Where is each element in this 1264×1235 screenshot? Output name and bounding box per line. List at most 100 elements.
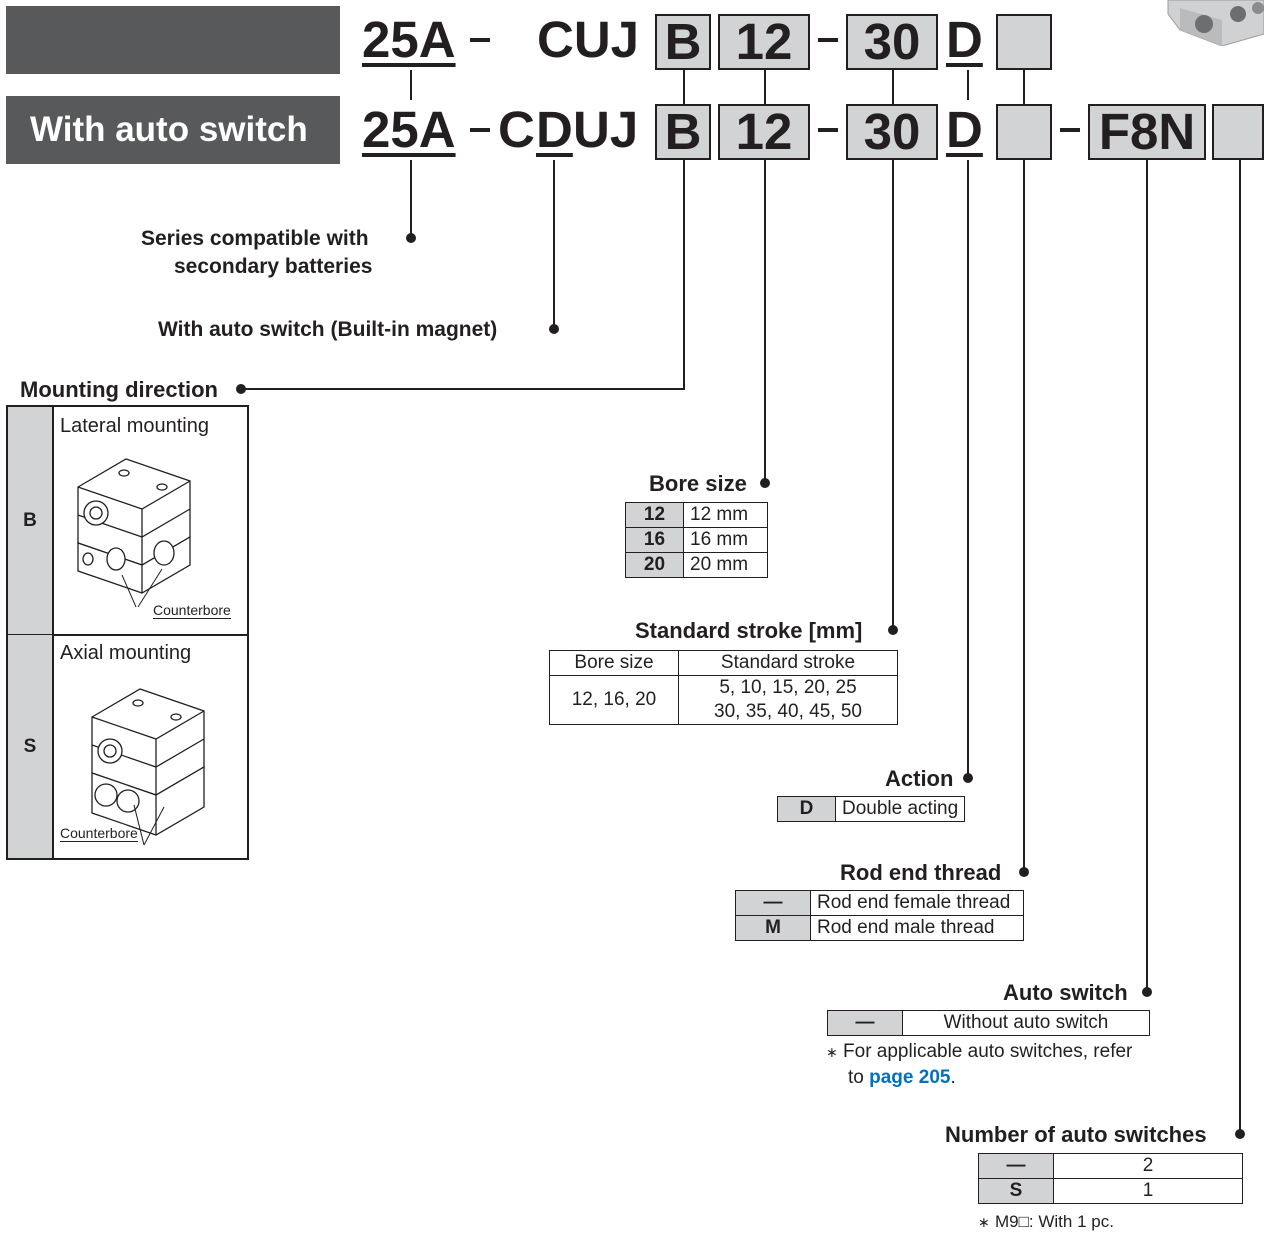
row2-mounting-box: B [655,104,711,160]
bore-key: 12 [626,503,684,528]
num-switch-value: 2 [1054,1154,1243,1179]
page-205-link[interactable]: page 205 [869,1067,950,1088]
leader-mounting-h [240,388,685,390]
stroke-bore-value: 12, 16, 20 [550,676,679,725]
leader-switch-dot [1142,987,1152,997]
auto-switch-label: Auto switch [1003,980,1128,1006]
leader-stroke [892,160,894,630]
row2-dash3 [1060,128,1080,132]
stroke-header-stroke: Standard stroke [679,651,898,676]
series-compatible-label: Series compatible with [141,227,369,251]
rod-end-thread-label: Rod end thread [840,860,1001,886]
note-asterisk: ∗ [826,1044,838,1060]
stroke-values: 5, 10, 15, 20, 25 30, 35, 40, 45, 50 [679,676,898,725]
number-of-auto-switches-label: Number of auto switches [945,1122,1207,1148]
leader-bore [764,160,766,484]
row1-series: CUJ [537,12,639,68]
leader-action [967,160,969,778]
action-label: Action [885,766,953,792]
row2-series-rest: UJ [573,102,638,158]
num-switch-key: — [979,1154,1054,1179]
row1-prefix: 25A [362,12,456,68]
table-header-row: Bore size Standard stroke [550,651,898,676]
rod-key: — [736,891,811,916]
auto-switch-note: ∗ For applicable auto switches, refer to… [826,1039,1132,1091]
action-key: D [778,797,836,822]
num-switch-note: ∗ M9□: With 1 pc. [978,1209,1114,1235]
num-switch-value: 1 [1054,1179,1243,1204]
bore-value: 12 mm [684,503,768,528]
lateral-counterbore-callout: Counterbore [153,602,231,619]
mounting-key-s: S [8,635,54,858]
rod-value: Rod end female thread [811,891,1024,916]
leader-num-switch [1239,160,1241,1134]
auto-switch-key: — [828,1011,903,1036]
auto-switch-value: Without auto switch [903,1011,1150,1036]
leader-mounting [683,160,685,390]
row1-action: D [946,12,983,68]
bore-size-table: 12 12 mm 16 16 mm 20 20 mm [625,502,768,578]
mounting-direction-table: B Lateral mounting S Axial mounting Coun… [6,405,249,860]
row1-dash1 [470,38,490,42]
stroke-values-line2: 30, 35, 40, 45, 50 [685,700,891,724]
axial-callout-arrows [128,803,188,853]
connector-prefix [410,70,412,100]
table-row: M Rod end male thread [736,916,1024,941]
leader-switch [1146,160,1148,992]
auto-switch-note-text3: . [950,1067,955,1088]
mounting-key-b: B [8,407,54,635]
stroke-header-bore: Bore size [550,651,679,676]
table-row: S 1 [979,1179,1243,1204]
bore-key: 20 [626,553,684,578]
rod-key: M [736,916,811,941]
row2-action: D [946,102,983,158]
auto-switch-note-text2: to [826,1067,869,1088]
bore-value: 20 mm [684,553,768,578]
table-row: — 2 [979,1154,1243,1179]
number-of-auto-switches-table: — 2 S 1 [978,1153,1243,1204]
connector-stroke [892,70,894,104]
standard-stroke-label: Standard stroke [mm] [635,618,862,644]
bore-value: 16 mm [684,528,768,553]
rod-end-thread-table: — Rod end female thread M Rod end male t… [735,890,1024,941]
connector-rod [1023,70,1025,104]
connector-bore [764,70,766,104]
table-row: 16 16 mm [626,528,768,553]
mounting-title-axial: Axial mounting [60,642,191,665]
leader-rod [1023,160,1025,872]
row2-dash1 [470,128,490,132]
leader-action-dot [963,773,973,783]
leader-prefix-dot [406,233,416,243]
leader-bore-dot [760,478,770,488]
row1-dash2 [818,38,838,42]
row2-bore-box: 12 [718,104,810,160]
note-asterisk: ∗ [978,1214,990,1230]
table-row: 20 20 mm [626,553,768,578]
table-row: — Without auto switch [828,1011,1150,1036]
num-switch-key: S [979,1179,1054,1204]
row2-series-d: D [536,102,573,158]
axial-counterbore-callout: Counterbore [60,825,138,842]
standard-stroke-table: Bore size Standard stroke 12, 16, 20 5, … [549,650,898,725]
table-row: 12 12 mm [626,503,768,528]
num-switch-note-text: M9□: With 1 pc. [995,1212,1114,1231]
table-row: — Rod end female thread [736,891,1024,916]
row2-series-c: C [498,102,535,158]
leader-stroke-dot [888,625,898,635]
leader-mounting-dot [236,384,246,394]
with-auto-switch-magnet-label: With auto switch (Built-in magnet) [158,318,497,342]
row2-num-switch-box [1212,104,1264,160]
table-row: D Double acting [778,797,965,822]
mounting-direction-label: Mounting direction [20,377,218,403]
row1-bore-box: 12 [718,14,810,70]
lateral-cylinder-illustration [66,447,206,617]
leader-num-switch-dot [1235,1129,1245,1139]
with-auto-switch-label: With auto switch [30,97,308,163]
rod-value: Rod end male thread [811,916,1024,941]
row2-rod-box [996,104,1052,160]
row2-dash2 [818,128,838,132]
leader-prefix [410,160,412,238]
row2-stroke-box: 30 [846,104,938,160]
auto-switch-table: — Without auto switch [827,1010,1150,1036]
product-image-icon [1160,0,1264,46]
